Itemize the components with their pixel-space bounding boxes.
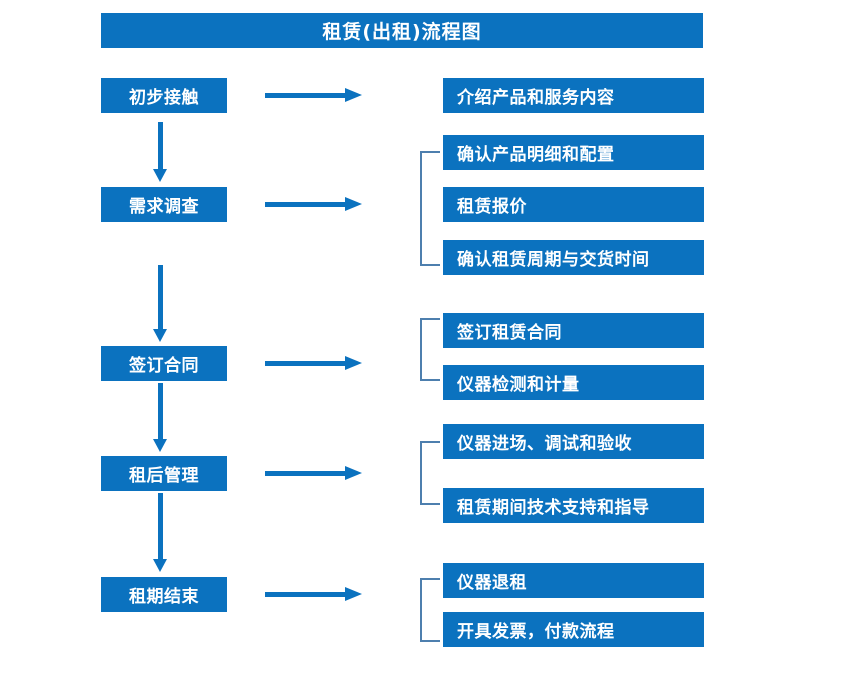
- detail-node-2-2[interactable]: 租赁报价: [443, 187, 704, 222]
- arrow-head: [345, 356, 362, 370]
- detail-node-5-1[interactable]: 仪器退租: [443, 563, 704, 598]
- stage-node-5[interactable]: 租期结束: [101, 577, 227, 612]
- arrow-right-1: [265, 88, 362, 102]
- stage-node-1[interactable]: 初步接触: [101, 78, 227, 113]
- detail-node-2-1[interactable]: 确认产品明细和配置: [443, 135, 704, 170]
- arrow-right-2: [265, 197, 362, 211]
- detail-node-3-2[interactable]: 仪器检测和计量: [443, 365, 704, 400]
- group-bracket-5: [420, 578, 440, 642]
- stage-node-4[interactable]: 租后管理: [101, 456, 227, 491]
- group-bracket-4: [420, 441, 440, 505]
- detail-node-4-1[interactable]: 仪器进场、调试和验收: [443, 424, 704, 459]
- arrow-shaft: [158, 493, 163, 560]
- group-bracket-2: [420, 151, 440, 266]
- arrow-head: [153, 329, 167, 342]
- arrow-down-3: [153, 383, 167, 453]
- arrow-shaft: [265, 361, 347, 366]
- arrow-right-3: [265, 356, 362, 370]
- arrow-right-4: [265, 466, 362, 480]
- arrow-head: [345, 587, 362, 601]
- arrow-head: [153, 559, 167, 572]
- arrow-head: [345, 88, 362, 102]
- stage-node-2[interactable]: 需求调查: [101, 187, 227, 222]
- arrow-shaft: [265, 93, 347, 98]
- arrow-shaft: [265, 202, 347, 207]
- arrow-down-4: [153, 493, 167, 573]
- detail-node-3-1[interactable]: 签订租赁合同: [443, 313, 704, 348]
- arrow-shaft: [158, 122, 163, 170]
- group-bracket-3: [420, 318, 440, 381]
- arrow-shaft: [158, 265, 163, 330]
- arrow-shaft: [265, 592, 347, 597]
- arrow-head: [345, 197, 362, 211]
- arrow-down-1: [153, 122, 167, 182]
- arrow-head: [153, 439, 167, 452]
- arrow-head: [153, 169, 167, 182]
- detail-node-1-1[interactable]: 介绍产品和服务内容: [443, 78, 704, 113]
- arrow-right-5: [265, 587, 362, 601]
- arrow-shaft: [158, 383, 163, 440]
- stage-node-3[interactable]: 签订合同: [101, 346, 227, 381]
- arrow-head: [345, 466, 362, 480]
- diagram-title: 租赁(出租)流程图: [101, 13, 703, 48]
- detail-node-4-2[interactable]: 租赁期间技术支持和指导: [443, 488, 704, 523]
- detail-node-2-3[interactable]: 确认租赁周期与交货时间: [443, 240, 704, 275]
- arrow-shaft: [265, 471, 347, 476]
- detail-node-5-2[interactable]: 开具发票，付款流程: [443, 612, 704, 647]
- arrow-down-2: [153, 265, 167, 343]
